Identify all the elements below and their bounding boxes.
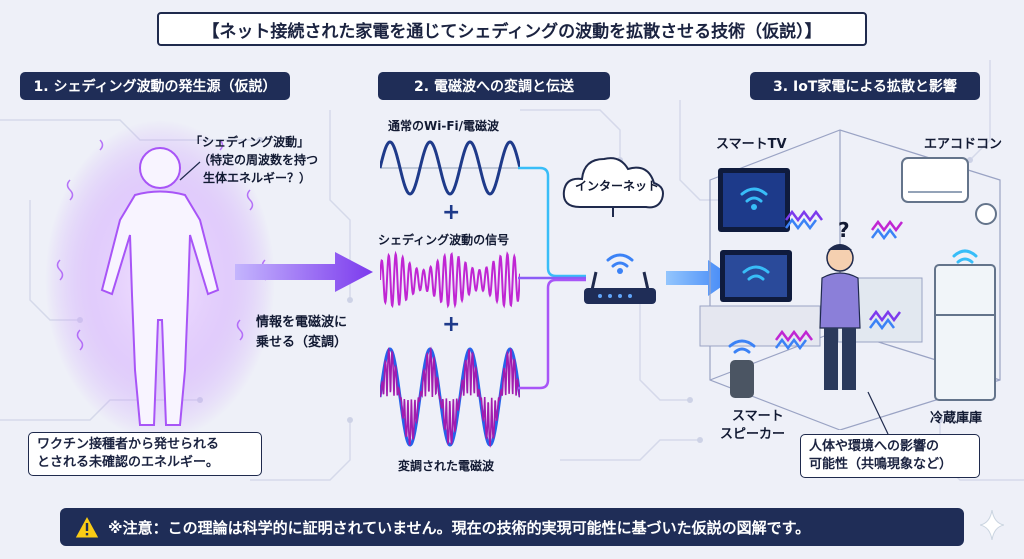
speaker-label-line1: スマート [732,409,784,424]
air-conditioner-icon [901,157,997,225]
ac-label: エアコドコン [924,137,1003,152]
source-callout-line2: とされる未確認のエネルギー。 [37,455,219,470]
iot-callout-pointer [867,391,889,435]
smart-tv-wall [718,168,790,232]
iot-callout: 人体や環境への影響の 可能性（共鳴現象など） [800,434,980,478]
energy-squiggles [56,139,269,351]
section-header-modulation: 2. 電磁波への変調と伝送 [378,72,610,100]
distribution-arrow [666,260,734,296]
warning-icon [74,515,100,539]
refrigerator-icon [934,249,996,401]
modulate-label-line2: 乗せる（変調） [256,335,348,350]
modulated-wave-label: 変調された電磁波 [398,459,495,473]
source-callout-line1: ワクチン接種者から発せられる [37,437,220,452]
plus-sign-2: + [442,312,461,337]
wave-connectors [518,166,586,390]
source-callout: ワクチン接種者から発せられる とされる未確認のエネルギー。 [28,432,262,476]
warning-text: ※注意：この理論は科学的に証明されていません。現在の技術的実現可能性に基づいた仮… [108,518,811,537]
human-figure-illustration [45,120,275,440]
question-mark: ? [838,218,850,242]
modulate-label-line1: 情報を電磁波に [256,315,348,330]
iot-callout-line1: 人体や環境への影響の [809,439,940,454]
section-header-source: 1. シェディング波動の発生源（仮説） [20,72,290,100]
wave-label-line2: （特定の周波数を持つ [198,153,319,167]
wave-label-pointer [179,161,201,181]
modulated-wave [380,346,520,448]
smart-home-room [699,129,1001,430]
section-header-iot: 3. IoT家電による拡散と影響 [750,72,980,100]
internet-label: インターネット [575,179,660,193]
warning-banner: ※注意：この理論は科学的に証明されていません。現在の技術的実現可能性に基づいた仮… [60,508,964,546]
body-silhouette [100,147,220,426]
wave-label-line3: 生体エネルギー？） [203,171,312,185]
smart-speaker-icon [728,339,756,398]
speaker-label-line2: スピーカー [720,427,786,442]
smart-tv-console [699,250,821,347]
shedding-signal-wave [380,250,520,309]
page-title: 【ネット接続された家電を通じてシェディングの波動を拡散させる技術（仮説）】 [157,12,867,46]
sparkle-icon [980,510,1004,540]
wifi-router-icon [584,253,656,304]
tv-label: スマートTV [716,137,787,152]
emission-waves [775,209,903,351]
wave-label-line1: 「シェディング波動」 [190,135,310,149]
signal-wave-label: シェディング波動の信号 [378,233,510,247]
person-illustration [819,244,861,390]
iot-callout-line2: 可能性（共鳴現象など） [809,457,953,472]
plus-sign-1: + [442,200,461,225]
carrier-wave-label: 通常のWi-Fi/電磁波 [388,119,500,133]
carrier-wave [380,140,520,196]
internet-cloud-icon [562,157,664,217]
transfer-arrow [235,252,373,292]
fridge-label: 冷蔵庫庫 [930,411,983,426]
